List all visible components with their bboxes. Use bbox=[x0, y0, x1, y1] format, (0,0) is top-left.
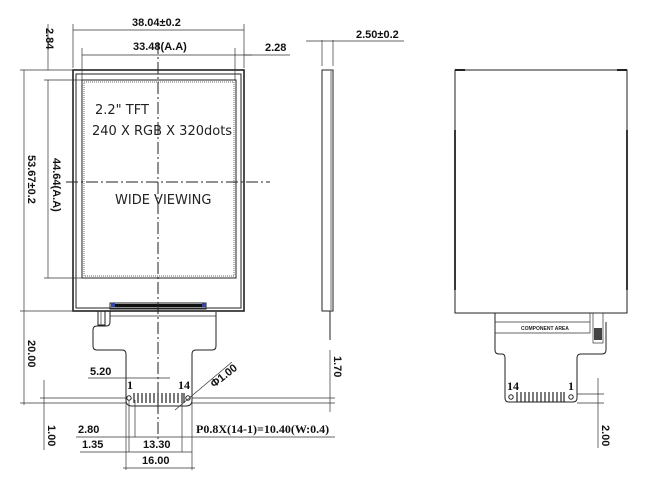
dim-fpc-offset: 5.20 bbox=[90, 366, 111, 378]
dim-pin-offset-a: 2.80 bbox=[78, 424, 99, 436]
dim-pin-offset-b: 1.35 bbox=[82, 439, 103, 451]
dim-side-fpc-offset: 1.70 bbox=[331, 356, 343, 377]
viewing-label: WIDE VIEWING bbox=[115, 193, 211, 208]
side-view: 2.50±0.2 1.70 bbox=[306, 29, 404, 412]
rear-outline bbox=[454, 69, 628, 314]
active-area bbox=[81, 79, 237, 279]
dim-thickness: 2.50±0.2 bbox=[356, 29, 399, 41]
pin-14-label: 14 bbox=[178, 378, 190, 392]
dim-outline-height: 53.67±0.2 bbox=[25, 155, 37, 204]
dim-active-width: 33.48(A.A) bbox=[133, 41, 187, 53]
dim-pin-span: 13.30 bbox=[143, 439, 171, 451]
fpc-tail bbox=[92, 311, 217, 407]
side-profile bbox=[321, 69, 334, 312]
dim-fpc-length: 20.00 bbox=[25, 340, 37, 368]
rear-view: COMPONENT AREA 14 1 2.00 bbox=[454, 69, 628, 448]
dim-edge-offset: 1.00 bbox=[45, 425, 57, 446]
component-area-label: COMPONENT AREA bbox=[521, 326, 569, 332]
rear-pin-14-label: 14 bbox=[507, 379, 519, 393]
dim-tail-width: 16.00 bbox=[142, 455, 170, 467]
pitch-note: P0.8X(14-1)=10.40(W:0.4) bbox=[196, 422, 329, 436]
pin-1-label: 1 bbox=[127, 378, 133, 392]
dim-rear-tail-height: 2.00 bbox=[599, 425, 611, 446]
dim-right-margin: 2.28 bbox=[265, 42, 286, 54]
display-size-label: 2.2" TFT bbox=[95, 103, 149, 118]
rear-pin-1-label: 1 bbox=[568, 379, 574, 393]
dim-outline-width: 38.04±0.2 bbox=[132, 17, 181, 29]
front-view: 2.2" TFT 240 X RGB X 320dots WIDE VIEWIN… bbox=[20, 17, 335, 470]
dim-top-margin: 2.84 bbox=[43, 28, 55, 50]
fpc-pins bbox=[126, 393, 191, 403]
resolution-label: 240 X RGB X 320dots bbox=[92, 124, 232, 139]
dim-hole-diameter: Φ1.00 bbox=[208, 362, 239, 390]
dim-active-height: 44.64(A.A) bbox=[50, 158, 62, 212]
